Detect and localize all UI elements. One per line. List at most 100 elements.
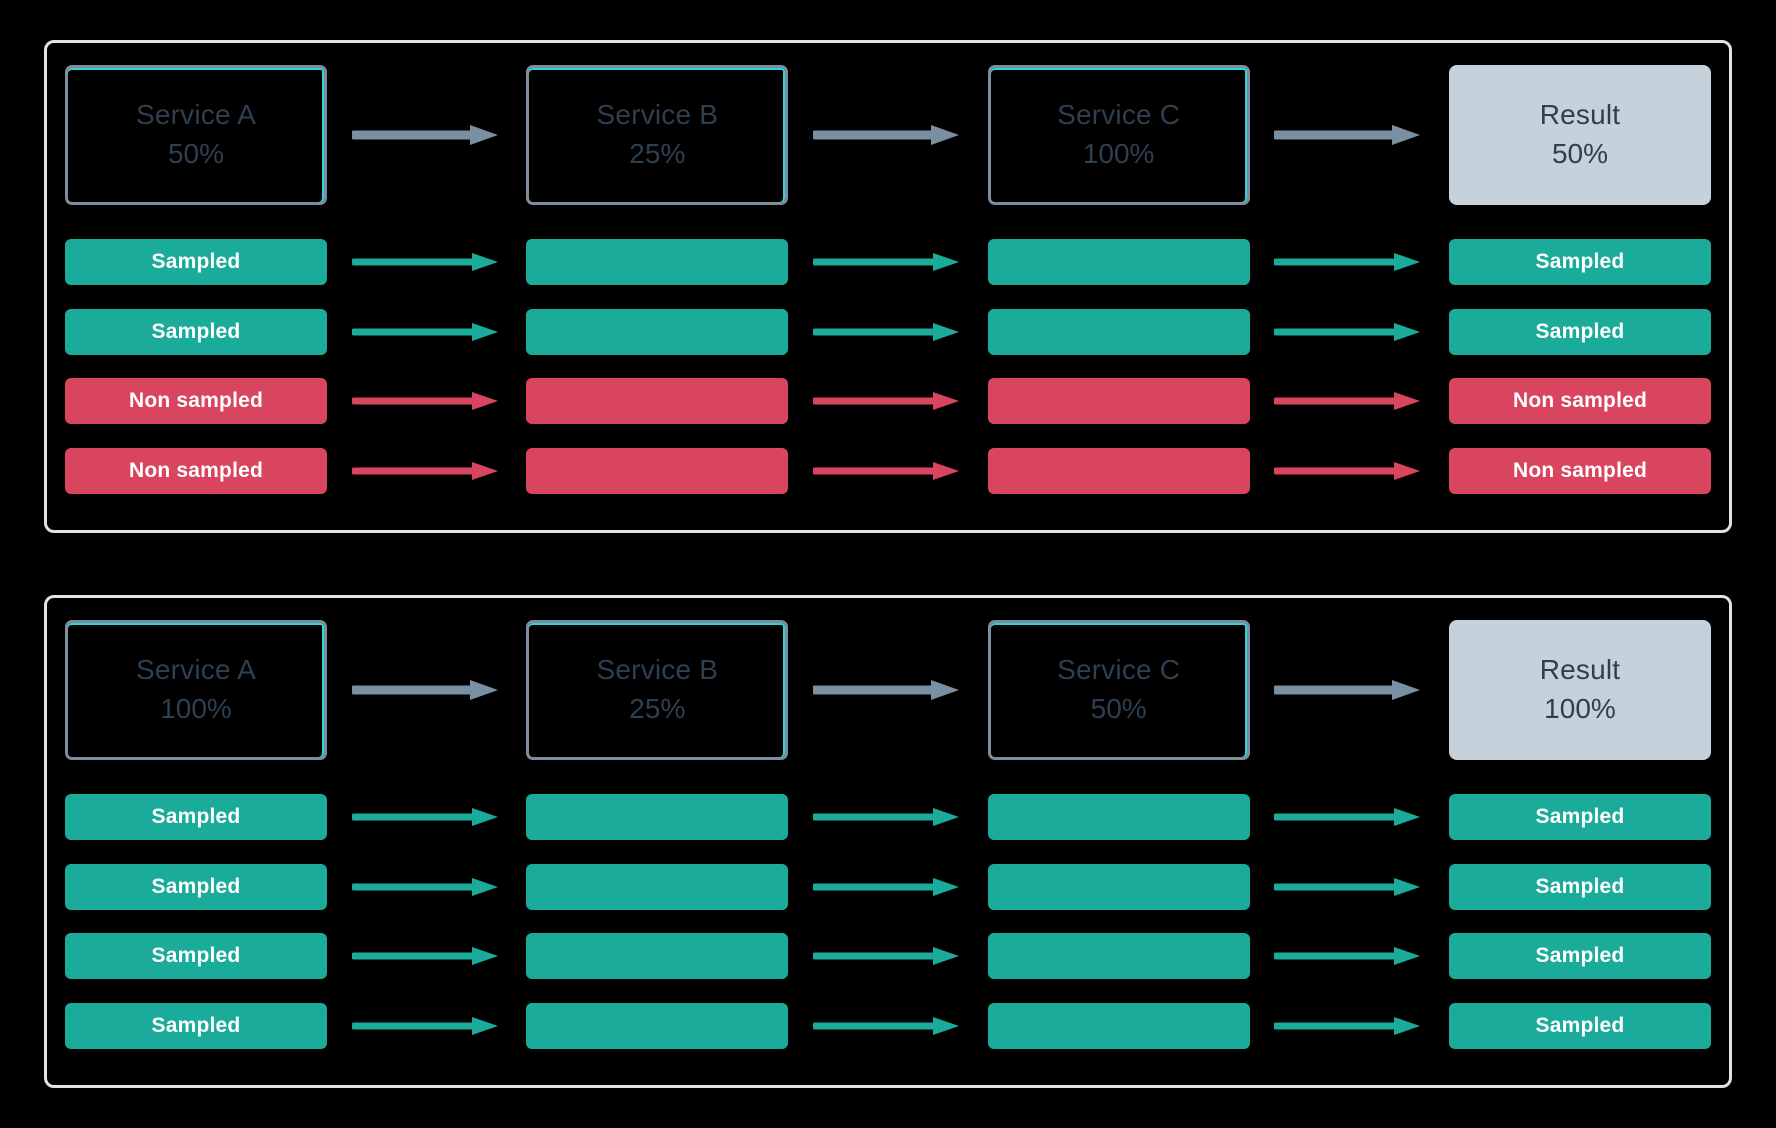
service-box-a[interactable]: Service A 100% [65, 620, 327, 760]
flow-bar-service-a[interactable]: Non sampled [65, 448, 327, 495]
flow-bar-service-a[interactable]: Non sampled [65, 378, 327, 425]
flow-bar-service-c[interactable] [987, 448, 1250, 495]
service-c-name: Service C [1057, 654, 1181, 686]
teal-arrow-icon [812, 252, 959, 271]
service-box-c[interactable]: Service C 50% [987, 620, 1250, 760]
crimson-arrow-icon [351, 462, 498, 481]
flow-arrow-c-to-result [1250, 321, 1449, 343]
flow-bar-service-b[interactable] [526, 308, 789, 355]
flow-bar-service-c[interactable] [987, 308, 1250, 355]
result-box[interactable]: Result 100% [1448, 620, 1711, 760]
flow-bar-service-c[interactable] [987, 933, 1250, 980]
flow-row: Sampled [65, 793, 1711, 840]
flow-bar-service-a[interactable]: Sampled [65, 793, 327, 840]
service-arrow-c-to-result [1250, 65, 1449, 205]
flow-bar-service-a[interactable]: Sampled [65, 1003, 327, 1050]
service-row-top: Service A 50% Service B 25% [65, 65, 1711, 205]
service-a-percent: 100% [160, 693, 232, 724]
flow-bar-result[interactable]: Sampled [1448, 863, 1711, 910]
flow-bar-service-b[interactable] [526, 378, 789, 425]
gray-arrow-icon [351, 680, 498, 700]
flow-row: Sampled [65, 863, 1711, 910]
teal-arrow-icon [351, 1017, 498, 1036]
panel-top-content: Service A 50% Service B 25% [65, 65, 1711, 506]
flow-bar-result[interactable]: Sampled [1448, 933, 1711, 980]
flow-bar-service-b[interactable] [526, 793, 789, 840]
flow-arrow-c-to-result [1250, 806, 1449, 828]
crimson-arrow-icon [1274, 462, 1421, 481]
teal-arrow-icon [351, 807, 498, 826]
flow-bar-result[interactable]: Non sampled [1448, 448, 1711, 495]
flow-bar-service-a[interactable]: Sampled [65, 933, 327, 980]
flow-bar-service-b[interactable] [526, 863, 789, 910]
flow-bar-service-b[interactable] [526, 448, 789, 495]
teal-arrow-icon [1274, 807, 1421, 826]
gray-arrow-icon [812, 125, 959, 145]
service-b-percent: 25% [629, 138, 686, 169]
result-name: Result [1539, 99, 1621, 131]
flow-arrow-b-to-c [788, 460, 987, 482]
teal-arrow-icon [1274, 1017, 1421, 1036]
flow-arrow-c-to-result [1250, 251, 1449, 273]
flow-row: Sampled [65, 238, 1711, 285]
crimson-arrow-icon [351, 392, 498, 411]
service-c-name: Service C [1057, 99, 1181, 131]
gray-arrow-icon [351, 125, 498, 145]
service-c-percent: 100% [1082, 138, 1155, 169]
flow-arrow-b-to-c [788, 251, 987, 273]
flow-arrow-a-to-b [327, 806, 526, 828]
flow-arrow-c-to-result [1250, 1015, 1449, 1037]
teal-arrow-icon [812, 807, 959, 826]
gray-arrow-icon [1274, 680, 1421, 700]
service-arrow-b-to-c [788, 65, 987, 205]
service-box-c[interactable]: Service C 100% [987, 65, 1250, 205]
crimson-arrow-icon [812, 462, 959, 481]
flow-bar-service-b[interactable] [526, 933, 789, 980]
flow-bar-result[interactable]: Sampled [1448, 308, 1711, 355]
result-name: Result [1539, 654, 1621, 686]
flow-bar-result[interactable]: Sampled [1448, 793, 1711, 840]
service-box-b[interactable]: Service B 25% [526, 65, 789, 205]
flow-bar-result[interactable]: Sampled [1448, 238, 1711, 285]
teal-arrow-icon [812, 1017, 959, 1036]
crimson-arrow-icon [812, 392, 959, 411]
flow-bar-service-c[interactable] [987, 1003, 1250, 1050]
result-percent: 50% [1551, 138, 1608, 169]
flow-arrow-a-to-b [327, 945, 526, 967]
service-b-name: Service B [596, 654, 719, 686]
flow-bar-service-b[interactable] [526, 1003, 789, 1050]
result-box[interactable]: Result 50% [1448, 65, 1711, 205]
result-percent: 100% [1544, 693, 1616, 724]
flow-bar-service-b[interactable] [526, 238, 789, 285]
flow-arrow-a-to-b [327, 390, 526, 412]
flow-bar-result[interactable]: Sampled [1448, 1003, 1711, 1050]
flow-bar-service-c[interactable] [987, 793, 1250, 840]
flow-bar-service-a[interactable]: Sampled [65, 238, 327, 285]
flow-arrow-b-to-c [788, 945, 987, 967]
flow-bar-service-c[interactable] [987, 238, 1250, 285]
flow-arrow-b-to-c [788, 321, 987, 343]
flow-arrow-a-to-b [327, 460, 526, 482]
flow-bar-service-a[interactable]: Sampled [65, 308, 327, 355]
flow-bar-service-c[interactable] [987, 378, 1250, 425]
gray-arrow-icon [1274, 125, 1421, 145]
flow-bar-service-c[interactable] [987, 863, 1250, 910]
service-c-percent: 50% [1090, 693, 1147, 724]
flow-rows-top: Sampled [65, 227, 1711, 506]
teal-arrow-icon [351, 877, 498, 896]
service-box-b[interactable]: Service B 25% [526, 620, 789, 760]
teal-arrow-icon [351, 947, 498, 966]
flow-bar-service-a[interactable]: Sampled [65, 863, 327, 910]
flow-arrow-c-to-result [1250, 945, 1449, 967]
flow-arrow-a-to-b [327, 321, 526, 343]
service-box-a[interactable]: Service A 50% [65, 65, 327, 205]
flow-bar-result[interactable]: Non sampled [1448, 378, 1711, 425]
teal-arrow-icon [1274, 877, 1421, 896]
service-b-percent: 25% [629, 693, 686, 724]
flow-arrow-b-to-c [788, 806, 987, 828]
flow-arrow-a-to-b [327, 1015, 526, 1037]
service-arrow-b-to-c [788, 620, 987, 760]
teal-arrow-icon [812, 322, 959, 341]
service-arrow-a-to-b [327, 65, 526, 205]
